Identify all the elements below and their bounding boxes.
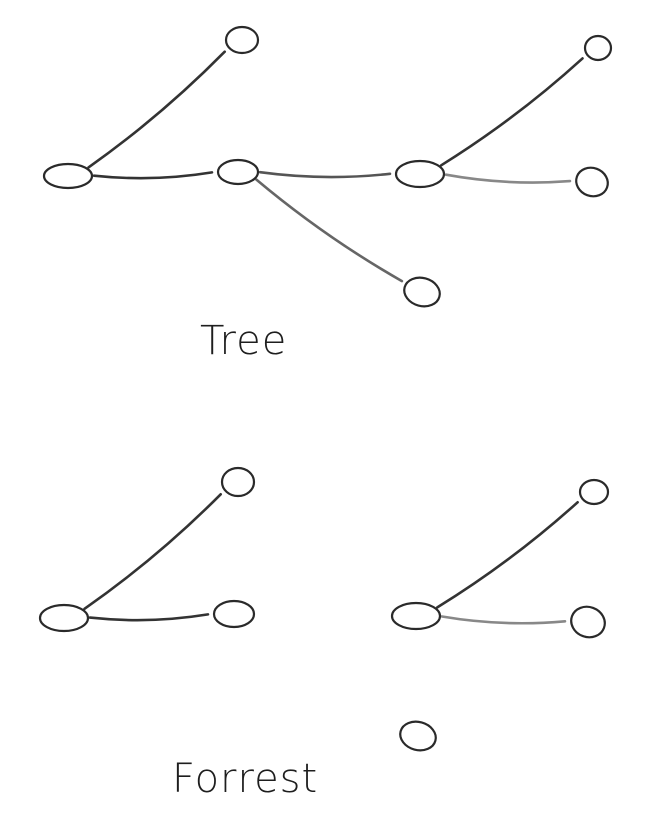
node-f2-top [578,478,610,506]
forest-diagram [38,466,610,752]
edge-t-mid-t-lower [255,178,404,283]
node-t-right-mid [575,166,609,198]
node-f3-single [399,720,437,752]
forest-label: Forrest [172,756,319,802]
edge-t-mid-t-right-hub [258,170,392,179]
tree-diagram [42,25,613,308]
node-f1-top [220,466,256,498]
tree-label: Tree [200,318,288,364]
edge-f1-root-f1-top [83,493,222,611]
node-t-root [42,162,94,190]
node-t-right-hub [394,159,446,189]
edge-t-root-t-mid [92,171,214,180]
node-f2-root [390,601,442,631]
node-t-lower [403,276,441,308]
edge-t-right-hub-t-right-top [439,57,584,167]
edge-t-right-hub-t-right-mid [444,173,572,184]
edge-f2-root-f2-mid [440,615,567,625]
edge-t-root-t-top [87,50,226,169]
node-f1-root [38,603,90,633]
node-t-top [224,25,260,55]
node-t-mid [216,158,260,186]
edge-f2-root-f2-top [436,501,579,609]
edge-f1-root-f1-mid [88,613,210,622]
node-t-right-top [583,34,613,62]
node-f2-mid [570,605,606,639]
node-f1-mid [212,599,256,629]
